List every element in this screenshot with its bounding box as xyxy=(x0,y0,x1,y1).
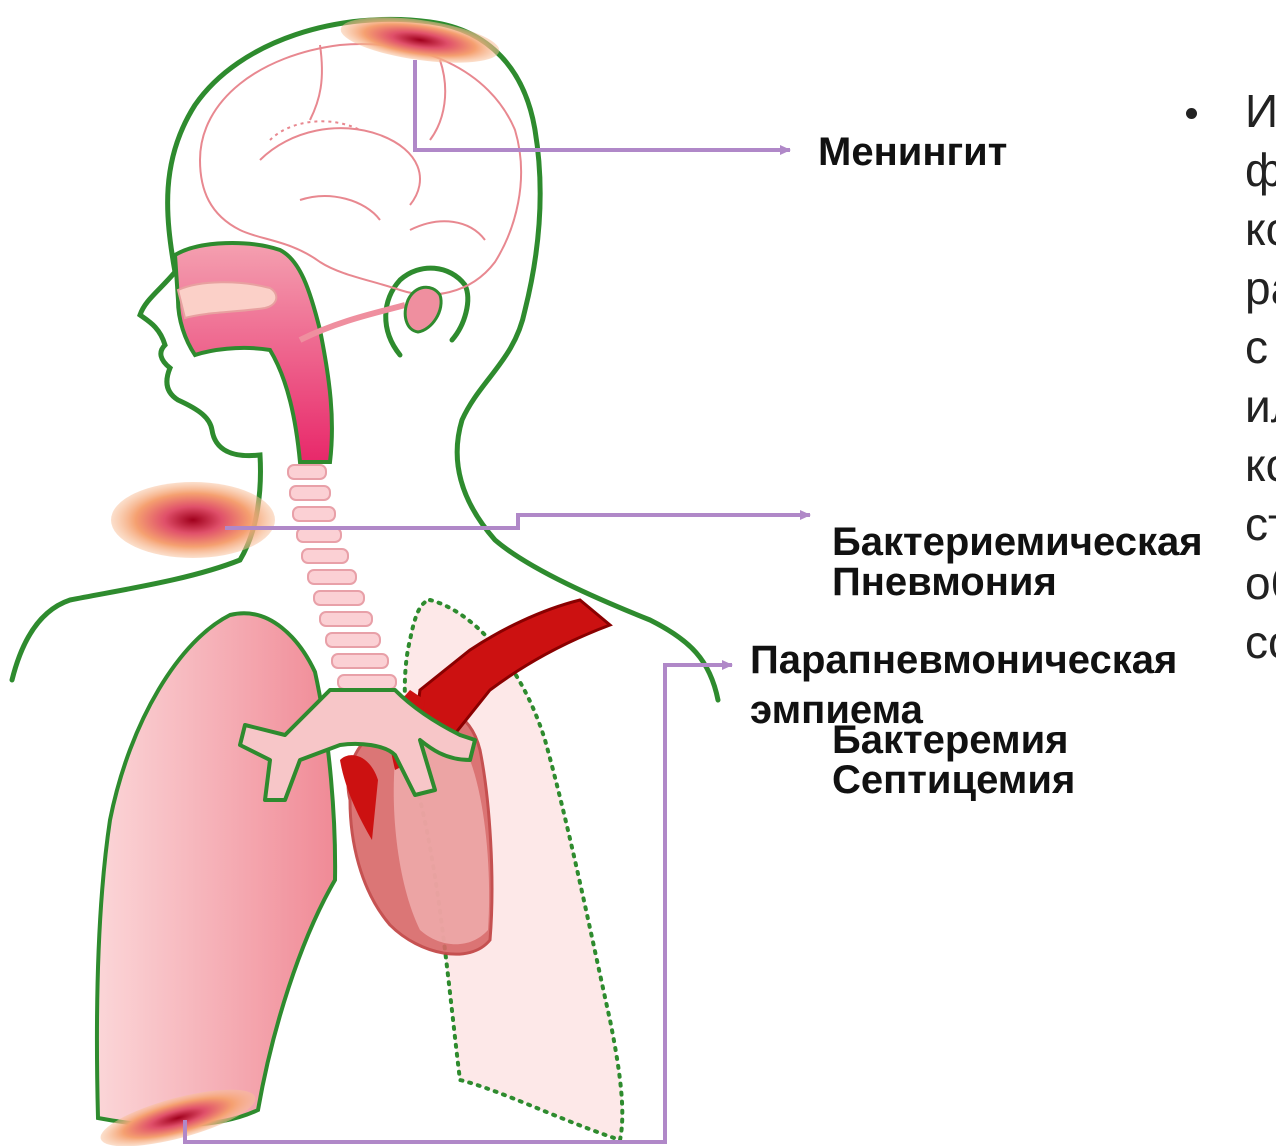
pneumonia-text: Пневмония xyxy=(832,562,1203,602)
parapneumonic-text: Парапневмоническая xyxy=(750,640,1177,680)
meningitis-connector xyxy=(415,60,790,150)
bacteremic-pneumonia-label: Бактериемическая Пневмония xyxy=(832,522,1203,602)
parapneumonic-empyema-label: Парапневмоническая эмпиема xyxy=(750,640,1177,730)
bullet-dot xyxy=(1186,108,1197,119)
bullet-lines: И ф кс ра с ил кс ст о6 сс xyxy=(1245,82,1276,672)
empyema-text: эмпиема xyxy=(750,690,1177,730)
septicemia-text: Септицемия xyxy=(832,760,1075,800)
bacteremic-text: Бактериемическая xyxy=(832,522,1203,562)
pneumonia-focus xyxy=(111,482,275,558)
right-lung xyxy=(97,613,335,1125)
bacteremia-label: Бактеремия Септицемия xyxy=(832,720,1075,800)
meningitis-label: Менингит xyxy=(818,132,1007,172)
